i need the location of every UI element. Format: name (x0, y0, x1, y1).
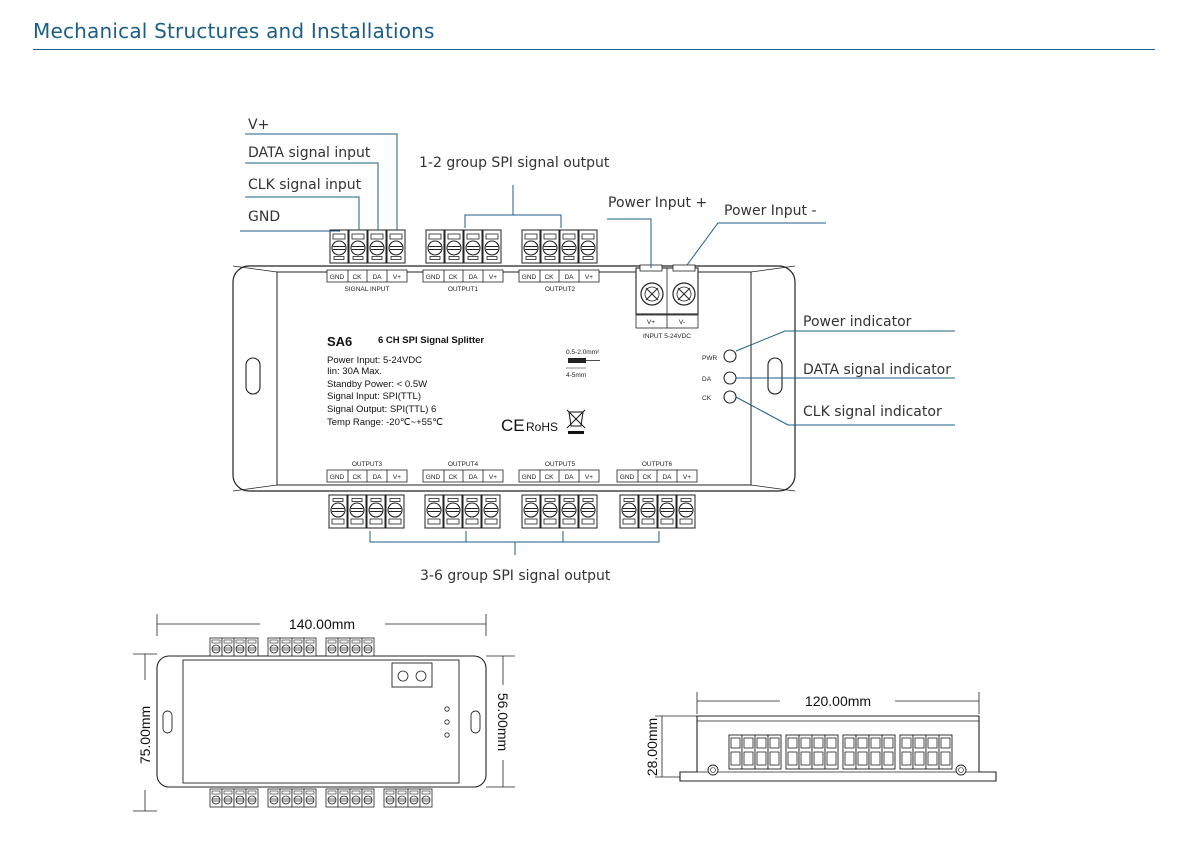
indicator-ck-label: CK (702, 395, 712, 402)
pin-labels-bottom: GND CK DA V+ GND CK DA V+ GND CK DA V+ G… (330, 474, 691, 481)
spec-list: Power Input: 5-24VDC Iin: 30A Max. Stand… (327, 355, 443, 428)
callout-power-indicator: Power indicator (803, 314, 912, 330)
power-input-label: INPUT 5-24VDC (643, 333, 691, 340)
callout-group-1-2: 1-2 group SPI signal output (419, 155, 610, 171)
power-input-terminal (635, 264, 699, 329)
callout-vplus: V+ (248, 117, 269, 133)
pin-labels-top: GND CK DA V+ GND CK DA V+ GND CK DA V+ (330, 274, 593, 281)
callout-clk-input: CLK signal input (248, 177, 362, 193)
spec-line: Signal Output: SPI(TTL) 6 (327, 404, 436, 415)
page-title: Mechanical Structures and Installations (33, 19, 435, 43)
title-divider (33, 49, 1155, 50)
da-led (723, 371, 737, 385)
callout-gnd: GND (248, 209, 280, 225)
mount-hole-left (245, 357, 261, 395)
power-vplus-label: V+ (647, 319, 655, 326)
dim-top-width: 140.00mm (289, 616, 355, 632)
terminal-output1 (425, 229, 502, 264)
terminal-output3 (328, 494, 405, 529)
terminal-output2 (521, 229, 598, 264)
dim-top-height: 75.00mm (137, 706, 153, 764)
pin-ck: CK (352, 274, 362, 281)
spec-line: Temp Range: -20℃~+55℃ (327, 417, 443, 428)
mount-hole-right (767, 357, 783, 395)
label-output4: OUTPUT4 (448, 461, 479, 468)
label-output1: OUTPUT1 (448, 286, 479, 293)
callout-lines (240, 133, 955, 555)
terminal-output4 (424, 494, 501, 529)
pin-gnd: GND (522, 274, 537, 281)
rohs-mark: RoHS (526, 420, 558, 434)
pin-vplus: V+ (393, 474, 401, 481)
pin-ck: CK (544, 274, 554, 281)
callout-power-plus: Power Input + (608, 195, 707, 211)
top-view-drawing: 140.00mm 75.00mm 56.00mm (133, 614, 515, 812)
pin-ck: CK (448, 274, 458, 281)
spec-line: Signal Input: SPI(TTL) (327, 391, 421, 402)
callout-power-minus: Power Input - (724, 203, 817, 219)
pin-da: DA (468, 274, 478, 281)
ck-led (723, 390, 737, 404)
label-output3: OUTPUT3 (352, 461, 383, 468)
wire-strip-length: 4-5mm (566, 372, 586, 379)
label-output5: OUTPUT5 (545, 461, 576, 468)
pin-ck: CK (642, 474, 652, 481)
terminal-output5 (521, 494, 598, 529)
pin-gnd: GND (522, 474, 537, 481)
pin-gnd: GND (620, 474, 635, 481)
pin-vplus: V+ (489, 274, 497, 281)
pin-vplus: V+ (585, 274, 593, 281)
spec-line: Standby Power: < 0.5W (327, 379, 427, 390)
pin-da: DA (564, 274, 574, 281)
pin-da: DA (372, 274, 382, 281)
pin-vplus: V+ (489, 474, 497, 481)
pin-da: DA (564, 474, 574, 481)
pin-ck: CK (352, 474, 362, 481)
pwr-led (723, 349, 737, 363)
terminal-signal-input (329, 229, 406, 264)
model-name: SA6 (327, 334, 352, 349)
ce-mark: CE (501, 416, 525, 435)
indicator-group: PWR DA CK (702, 349, 737, 404)
callout-data-indicator: DATA signal indicator (803, 362, 951, 378)
callout-clk-indicator: CLK signal indicator (803, 404, 942, 420)
callout-group-3-6: 3-6 group SPI signal output (420, 568, 611, 584)
pin-gnd: GND (426, 274, 441, 281)
wire-strip-icon: 0.5-2.0mm² 4-5mm (566, 349, 600, 379)
dim-side-height: 28.00mm (644, 718, 660, 776)
pin-da: DA (662, 474, 672, 481)
indicator-pwr-label: PWR (702, 355, 717, 362)
pin-vplus: V+ (393, 274, 401, 281)
pin-gnd: GND (330, 274, 345, 281)
pin-ck: CK (544, 474, 554, 481)
pin-da: DA (468, 474, 478, 481)
callout-data-input: DATA signal input (248, 145, 371, 161)
spec-line: Iin: 30A Max. (327, 366, 382, 377)
pin-gnd: GND (426, 474, 441, 481)
spec-line: Power Input: 5-24VDC (327, 355, 422, 366)
product-name: 6 CH SPI Signal Splitter (378, 335, 484, 346)
pin-vplus: V+ (585, 474, 593, 481)
pin-vplus: V+ (683, 474, 691, 481)
dim-top-inner-height: 56.00mm (495, 693, 511, 751)
side-view-drawing: 120.00mm 28.00mm (644, 692, 997, 782)
weee-bin-icon (566, 409, 586, 434)
power-vminus-label: V- (679, 319, 685, 326)
pin-da: DA (372, 474, 382, 481)
terminal-output6 (619, 494, 696, 529)
pin-gnd: GND (330, 474, 345, 481)
pin-ck: CK (448, 474, 458, 481)
label-output2: OUTPUT2 (545, 286, 576, 293)
indicator-da-label: DA (702, 376, 712, 383)
dim-side-width: 120.00mm (805, 693, 871, 709)
label-signal-input: SIGNAL INPUT (345, 286, 390, 293)
wire-gauge-label: 0.5-2.0mm² (566, 349, 600, 356)
label-output6: OUTPUT6 (642, 461, 673, 468)
